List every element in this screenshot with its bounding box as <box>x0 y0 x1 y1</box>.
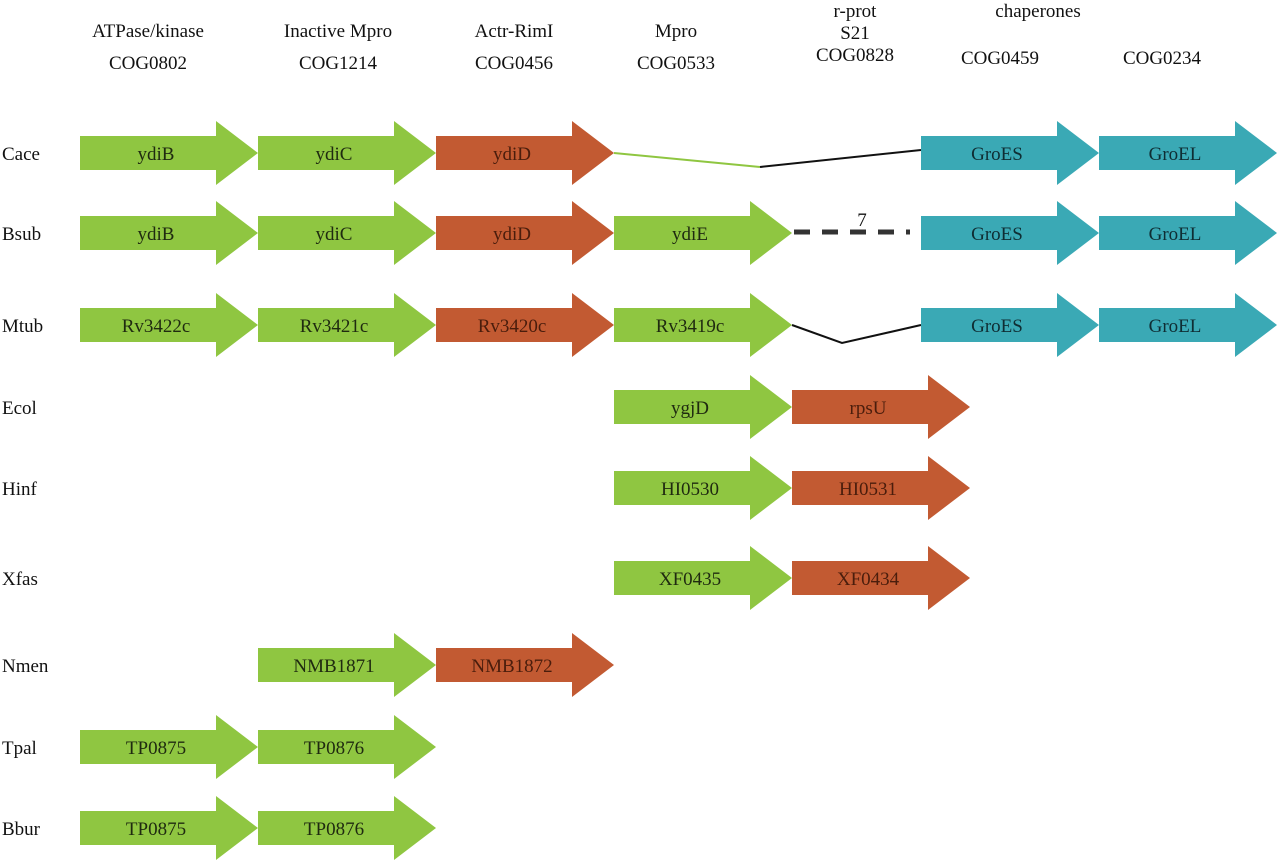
gene-arrow <box>792 375 970 439</box>
gene-arrow <box>80 715 258 779</box>
gene-arrow <box>258 715 436 779</box>
gene-label: ydiB <box>138 224 175 245</box>
column-header-line: r-prot <box>834 1 878 22</box>
gene-arrow <box>921 201 1099 265</box>
gene-label: HI0531 <box>839 479 897 500</box>
organism-row: Mtub Rv3422c Rv3421c Rv3420c Rv3419c GroES Gro… <box>2 293 1277 357</box>
organism-label: Mtub <box>2 316 43 337</box>
gene-label: Rv3419c <box>656 316 725 337</box>
gene-label: ydiC <box>316 144 353 165</box>
organism-label: Xfas <box>2 569 38 590</box>
gene-arrow <box>792 456 970 520</box>
gene-arrow <box>80 796 258 860</box>
column-header-line: Inactive Mpro <box>284 21 392 42</box>
gene-label: GroES <box>971 224 1023 245</box>
gene-arrow <box>258 796 436 860</box>
gene-arrow <box>258 121 436 185</box>
gene-arrow <box>436 121 614 185</box>
gene-arrow <box>80 201 258 265</box>
gene-arrow <box>436 201 614 265</box>
organism-row: Cace ydiB ydiC ydiD GroES GroEL <box>2 121 1277 185</box>
gene-arrow <box>614 293 792 357</box>
gene-arrow <box>792 546 970 610</box>
gene-label: NMB1872 <box>471 656 552 677</box>
organism-row: Tpal TP0875 TP0876 <box>2 715 436 779</box>
gene-label: GroES <box>971 144 1023 165</box>
intergenic-connector <box>759 149 922 168</box>
gene-arrow <box>614 375 792 439</box>
organism-label: Bbur <box>2 819 41 840</box>
gene-arrow <box>80 293 258 357</box>
column-header-line: COG0459 <box>961 48 1039 69</box>
column-header-line: COG1214 <box>299 53 378 74</box>
gene-label: NMB1871 <box>293 656 374 677</box>
organism-row: Ecol ygjD rpsU <box>2 375 970 439</box>
gene-arrow <box>258 633 436 697</box>
intergenic-connector <box>791 324 922 345</box>
column-header-line: ATPase/kinase <box>92 21 204 42</box>
organism-label: Hinf <box>2 479 38 500</box>
column-header-line: COG0234 <box>1123 48 1202 69</box>
gene-label: GroEL <box>1149 144 1202 165</box>
gene-label: ydiC <box>316 224 353 245</box>
organism-label: Tpal <box>2 738 37 759</box>
gene-label: Rv3422c <box>122 316 191 337</box>
column-header-line: Mpro <box>655 21 697 42</box>
gene-arrow <box>258 293 436 357</box>
column-header-line: COG0533 <box>637 53 715 74</box>
gene-label: GroEL <box>1149 224 1202 245</box>
organism-row: Hinf HI0530 HI0531 <box>2 456 970 520</box>
gene-arrow <box>258 201 436 265</box>
column-header-line: chaperones <box>995 1 1080 22</box>
gene-arrow <box>921 293 1099 357</box>
gene-arrow <box>614 456 792 520</box>
organism-row: Xfas XF0435 XF0434 <box>2 546 970 610</box>
gene-arrow <box>1099 293 1277 357</box>
intergenic-connector <box>613 152 761 168</box>
gene-label: HI0530 <box>661 479 719 500</box>
gene-label: ydiD <box>493 224 531 245</box>
gene-arrow <box>1099 121 1277 185</box>
gene-arrow <box>436 633 614 697</box>
gene-label: TP0876 <box>304 738 364 759</box>
gene-arrow <box>1099 201 1277 265</box>
gene-arrow <box>80 121 258 185</box>
column-header-line: S21 <box>840 23 870 44</box>
organism-row: Bbur TP0875 TP0876 <box>2 796 436 860</box>
gene-label: TP0876 <box>304 819 364 840</box>
organism-rows: Cace ydiB ydiC ydiD GroES GroEL Bsub 7 ydiB ydiC y… <box>2 121 1277 860</box>
gene-label: Rv3421c <box>300 316 369 337</box>
organism-label: Cace <box>2 144 40 165</box>
gene-label: ydiD <box>493 144 531 165</box>
gene-arrow <box>921 121 1099 185</box>
column-header-line: Actr-RimI <box>475 21 554 42</box>
gene-label: rpsU <box>850 398 887 419</box>
organism-label: Nmen <box>2 656 49 677</box>
gene-arrow <box>614 546 792 610</box>
gene-label: TP0875 <box>126 738 186 759</box>
gene-label: ygjD <box>671 398 709 419</box>
gene-label: GroEL <box>1149 316 1202 337</box>
gene-arrow <box>436 293 614 357</box>
organism-label: Bsub <box>2 224 41 245</box>
gene-label: Rv3420c <box>478 316 547 337</box>
gene-label: XF0434 <box>837 569 900 590</box>
column-header-line: COG0456 <box>475 53 553 74</box>
gene-label: ydiE <box>672 224 708 245</box>
column-header-line: COG0828 <box>816 45 894 66</box>
gene-arrow <box>614 201 792 265</box>
organism-label: Ecol <box>2 398 37 419</box>
gap-gene-count: 7 <box>857 210 867 231</box>
organism-row: Bsub 7 ydiB ydiC ydiD ydiE GroES GroEL <box>2 201 1277 265</box>
gene-label: ydiB <box>138 144 175 165</box>
gene-label: GroES <box>971 316 1023 337</box>
column-header-line: COG0802 <box>109 53 187 74</box>
gene-label: XF0435 <box>659 569 721 590</box>
organism-row: Nmen NMB1871 NMB1872 <box>2 633 614 697</box>
gene-label: TP0875 <box>126 819 186 840</box>
